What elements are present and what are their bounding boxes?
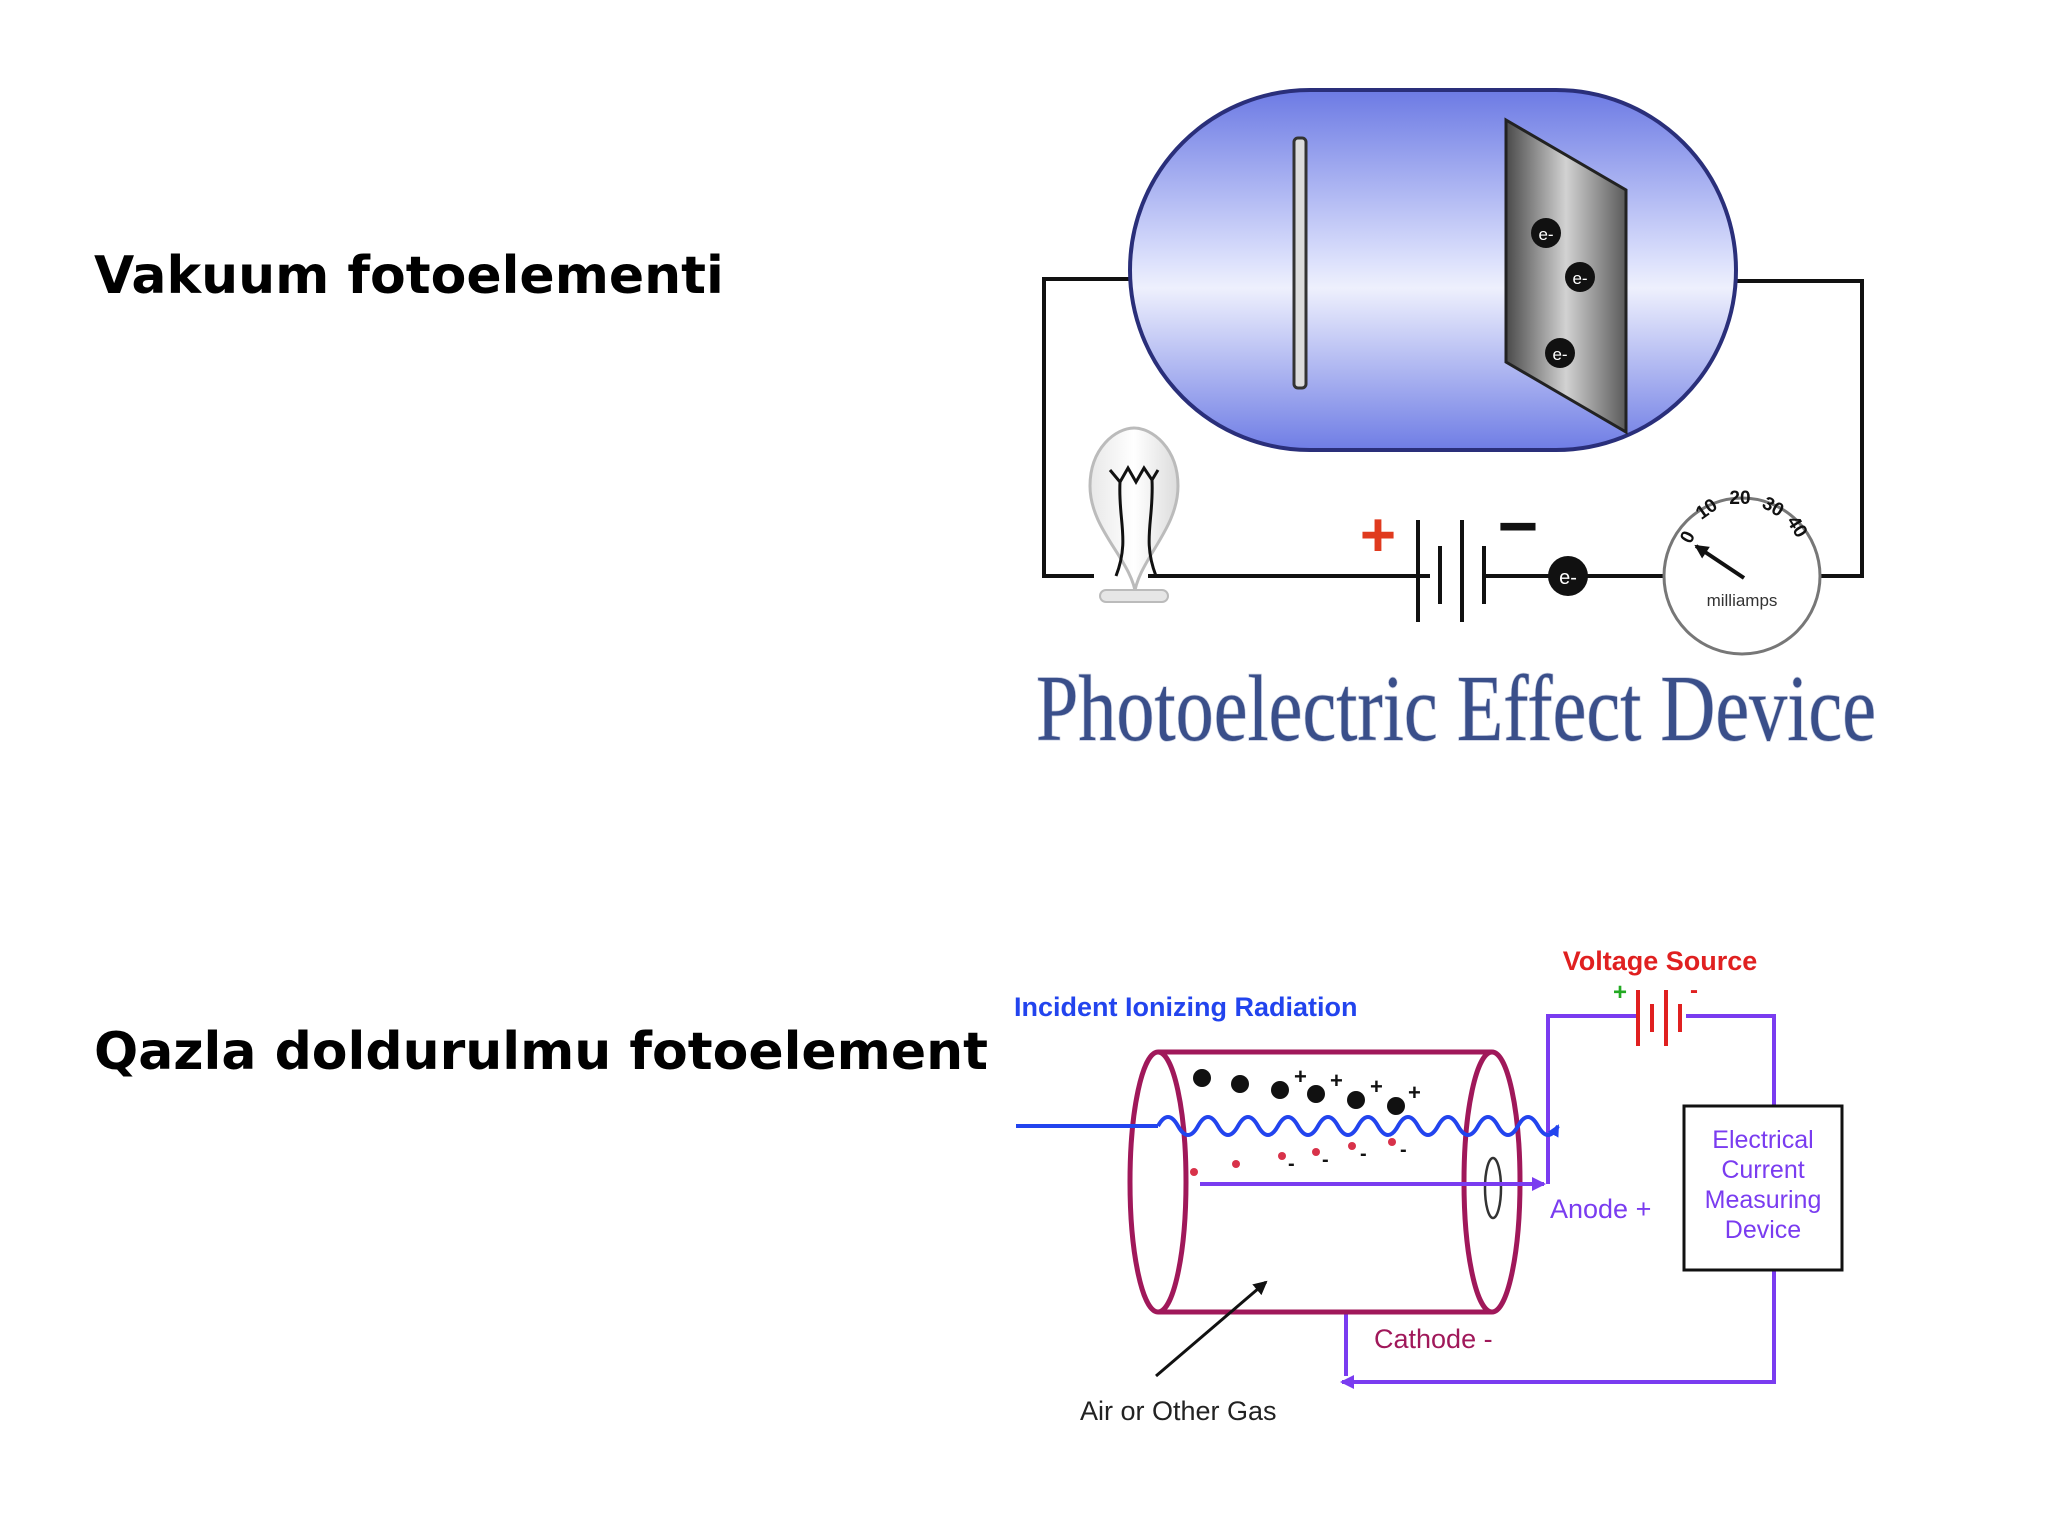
meter-unit-label: milliamps xyxy=(1707,591,1778,610)
meter-label-line-2: Current xyxy=(1721,1156,1804,1184)
electron-dot xyxy=(1278,1152,1286,1160)
incident-radiation-label: Incident Ionizing Radiation xyxy=(1014,992,1358,1022)
electron-minus-sign: - xyxy=(1322,1149,1329,1171)
electron-dot xyxy=(1348,1142,1356,1150)
meter-tick-20: 20 xyxy=(1729,488,1750,509)
svg-text:e-: e- xyxy=(1538,225,1553,244)
plate-electrons: e- e- e- xyxy=(1531,218,1595,368)
meter-label-line-1: Electrical xyxy=(1712,1126,1813,1154)
electron-dot xyxy=(1312,1148,1320,1156)
electron-minus-sign: - xyxy=(1288,1153,1295,1175)
anode-label: Anode + xyxy=(1550,1194,1651,1224)
ion-dot xyxy=(1271,1081,1289,1099)
milliammeter-gauge: 0 10 20 30 40 milliamps xyxy=(1662,488,1822,656)
positive-ions: + + + + xyxy=(1193,1064,1421,1115)
incident-radiation-wave xyxy=(1016,1115,1560,1138)
electron: e- xyxy=(1565,262,1595,292)
ion-dot xyxy=(1193,1069,1211,1087)
meter-label-line-3: Measuring xyxy=(1705,1186,1822,1214)
svg-text:e-: e- xyxy=(1572,269,1587,288)
electron: e- xyxy=(1531,218,1561,248)
gas-pointer-arrow xyxy=(1155,1280,1268,1378)
meter-label-line-4: Device xyxy=(1725,1216,1801,1244)
gas-label: Air or Other Gas xyxy=(1080,1396,1277,1426)
svg-text:e-: e- xyxy=(1552,345,1567,364)
battery-positive-sign: + xyxy=(1613,979,1627,1006)
vacuum-diagram-title: Photoelectric Effect Device xyxy=(1036,657,1876,761)
voltage-source-battery-icon xyxy=(1636,990,1682,1046)
meter-needle xyxy=(1694,544,1746,580)
battery-plus-sign: + xyxy=(1360,501,1396,570)
ion-dot xyxy=(1231,1075,1249,1093)
voltage-source-label: Voltage Source xyxy=(1563,946,1758,976)
wire-electron: e- xyxy=(1548,556,1588,596)
electron-minus-sign: - xyxy=(1360,1143,1367,1165)
vacuum-photocell-diagram: e- e- e- + − xyxy=(1035,88,1877,762)
ion-plus-sign: + xyxy=(1370,1074,1383,1099)
ion-plus-sign: + xyxy=(1408,1080,1421,1105)
ion-plus-sign: + xyxy=(1294,1064,1307,1089)
vacuum-tube xyxy=(1128,88,1738,452)
ion-dot xyxy=(1347,1091,1365,1109)
gas-photocell-diagram: + - Voltage Source Electrical Current Me… xyxy=(1014,946,1844,1426)
cathode-label: Cathode - xyxy=(1374,1324,1493,1354)
electron-dot xyxy=(1190,1168,1198,1176)
anode-ring xyxy=(1483,1156,1503,1220)
free-electrons: - - - - xyxy=(1190,1138,1407,1176)
battery-negative-sign: - xyxy=(1690,977,1698,1004)
electron-dot xyxy=(1388,1138,1396,1146)
ion-dot xyxy=(1387,1097,1405,1115)
svg-text:e-: e- xyxy=(1559,567,1577,589)
heading-vacuum-photocell: Vakuum fotoelementi xyxy=(94,246,724,306)
anode-rod xyxy=(1292,136,1308,390)
battery-icon xyxy=(1416,520,1506,622)
ion-dot xyxy=(1307,1085,1325,1103)
ion-plus-sign: + xyxy=(1330,1068,1343,1093)
electron-minus-sign: - xyxy=(1400,1139,1407,1161)
current-measuring-device xyxy=(1682,1104,1844,1272)
electron: e- xyxy=(1545,338,1575,368)
heading-gas-filled-photocell: Qazla doldurulmu fotoelement xyxy=(94,1022,989,1082)
battery-minus-sign: − xyxy=(1498,487,1539,565)
electron-dot xyxy=(1232,1160,1240,1168)
light-bulb-icon xyxy=(1088,426,1180,603)
